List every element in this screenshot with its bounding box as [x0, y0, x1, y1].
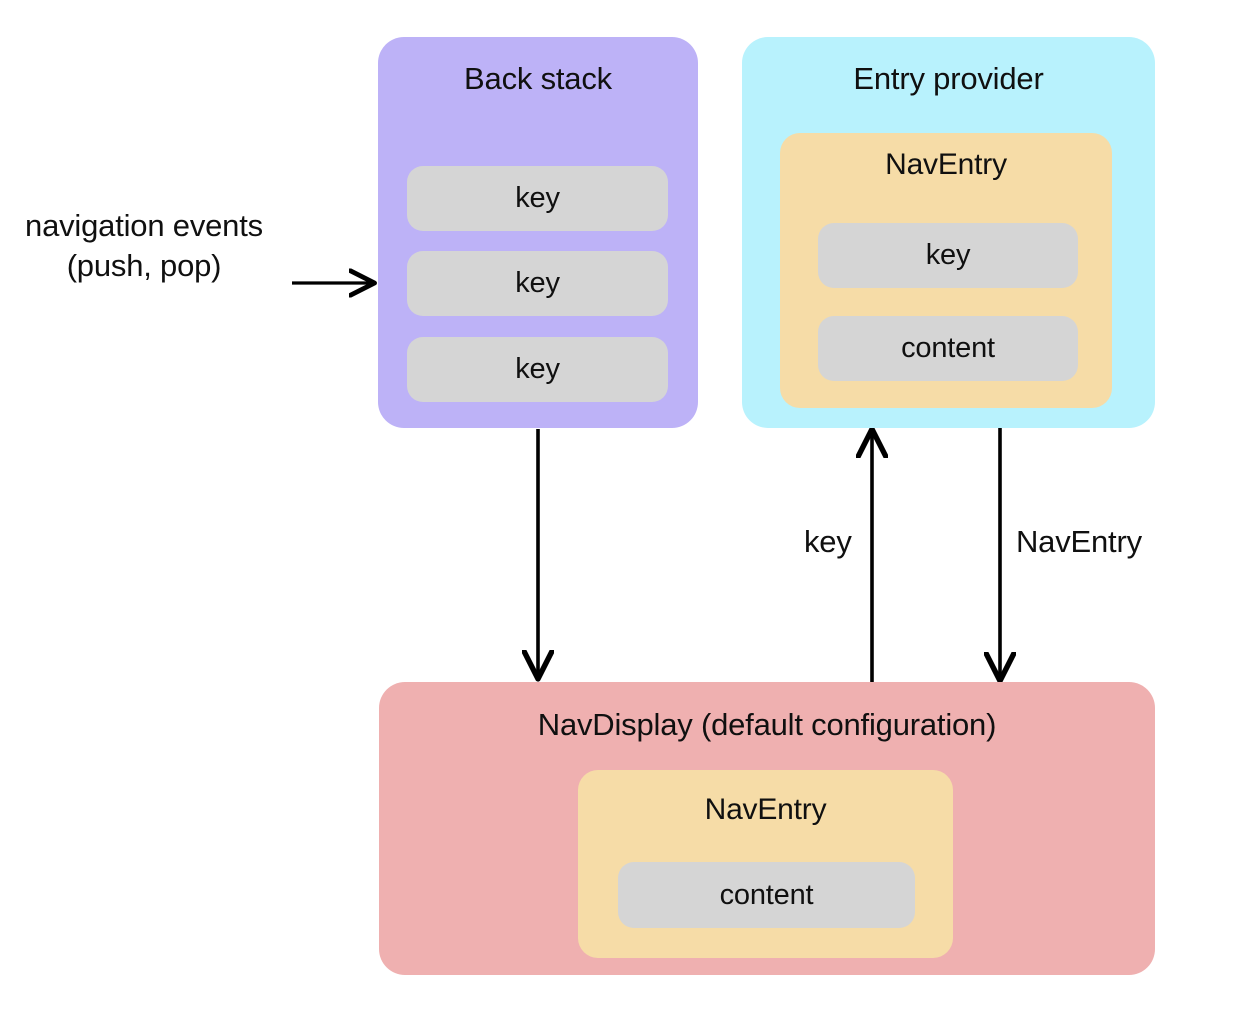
entry-provider-content-chip[interactable]: content: [818, 316, 1078, 381]
navigation-events-line-2: (push, pop): [66, 248, 222, 284]
nav-display-title: NavDisplay (default configuration): [537, 707, 997, 742]
edge-label-nav-entry: NavEntry: [1016, 524, 1142, 559]
nav-display-nav-entry-title: NavEntry: [704, 793, 827, 826]
entry-provider-title: Entry provider: [853, 61, 1044, 96]
entry-provider-key-chip[interactable]: key: [818, 223, 1078, 288]
navigation-events-label: navigation events (push, pop): [8, 206, 280, 287]
back-stack-key-chip-2[interactable]: key: [407, 251, 668, 316]
edge-label-key: key: [804, 524, 852, 559]
back-stack-key-chip-3[interactable]: key: [407, 337, 668, 402]
entry-provider-nav-entry-title: NavEntry: [885, 148, 1007, 181]
nav-display-content-chip[interactable]: content: [618, 862, 915, 928]
back-stack-title: Back stack: [464, 61, 612, 96]
navigation-events-line-1: navigation events: [25, 208, 263, 243]
back-stack-key-chip-1[interactable]: key: [407, 166, 668, 231]
